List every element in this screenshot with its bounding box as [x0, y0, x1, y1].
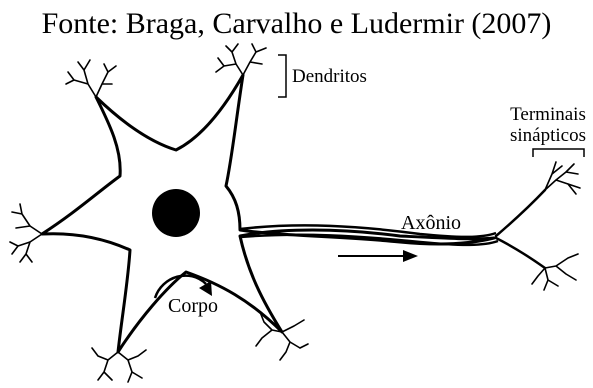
dendrite-tuft-top-left — [66, 60, 116, 97]
label-axon: Axônio — [401, 212, 461, 234]
synaptic-terminal-lower — [532, 254, 578, 290]
axon-terminal-branch-upper — [496, 190, 545, 236]
dendrite-tuft-bottom-left — [92, 348, 146, 382]
label-dendrites: Dendritos — [292, 66, 367, 87]
dendrite-tuft-left — [10, 204, 42, 262]
nucleus — [152, 189, 200, 237]
axon-terminal-branch-lower — [496, 238, 545, 268]
dendrite-tuft-bottom-right — [256, 312, 308, 360]
dendrite-tuft-top-right — [216, 44, 266, 75]
label-body: Corpo — [168, 295, 218, 317]
signal-direction-arrowhead — [403, 250, 418, 262]
label-terminals-line1: Terminais — [510, 104, 586, 125]
dendrites-bracket — [278, 55, 286, 97]
terminals-bracket — [533, 149, 584, 157]
synaptic-terminal-upper — [545, 162, 580, 194]
label-terminals-line2: sinápticos — [510, 125, 586, 146]
